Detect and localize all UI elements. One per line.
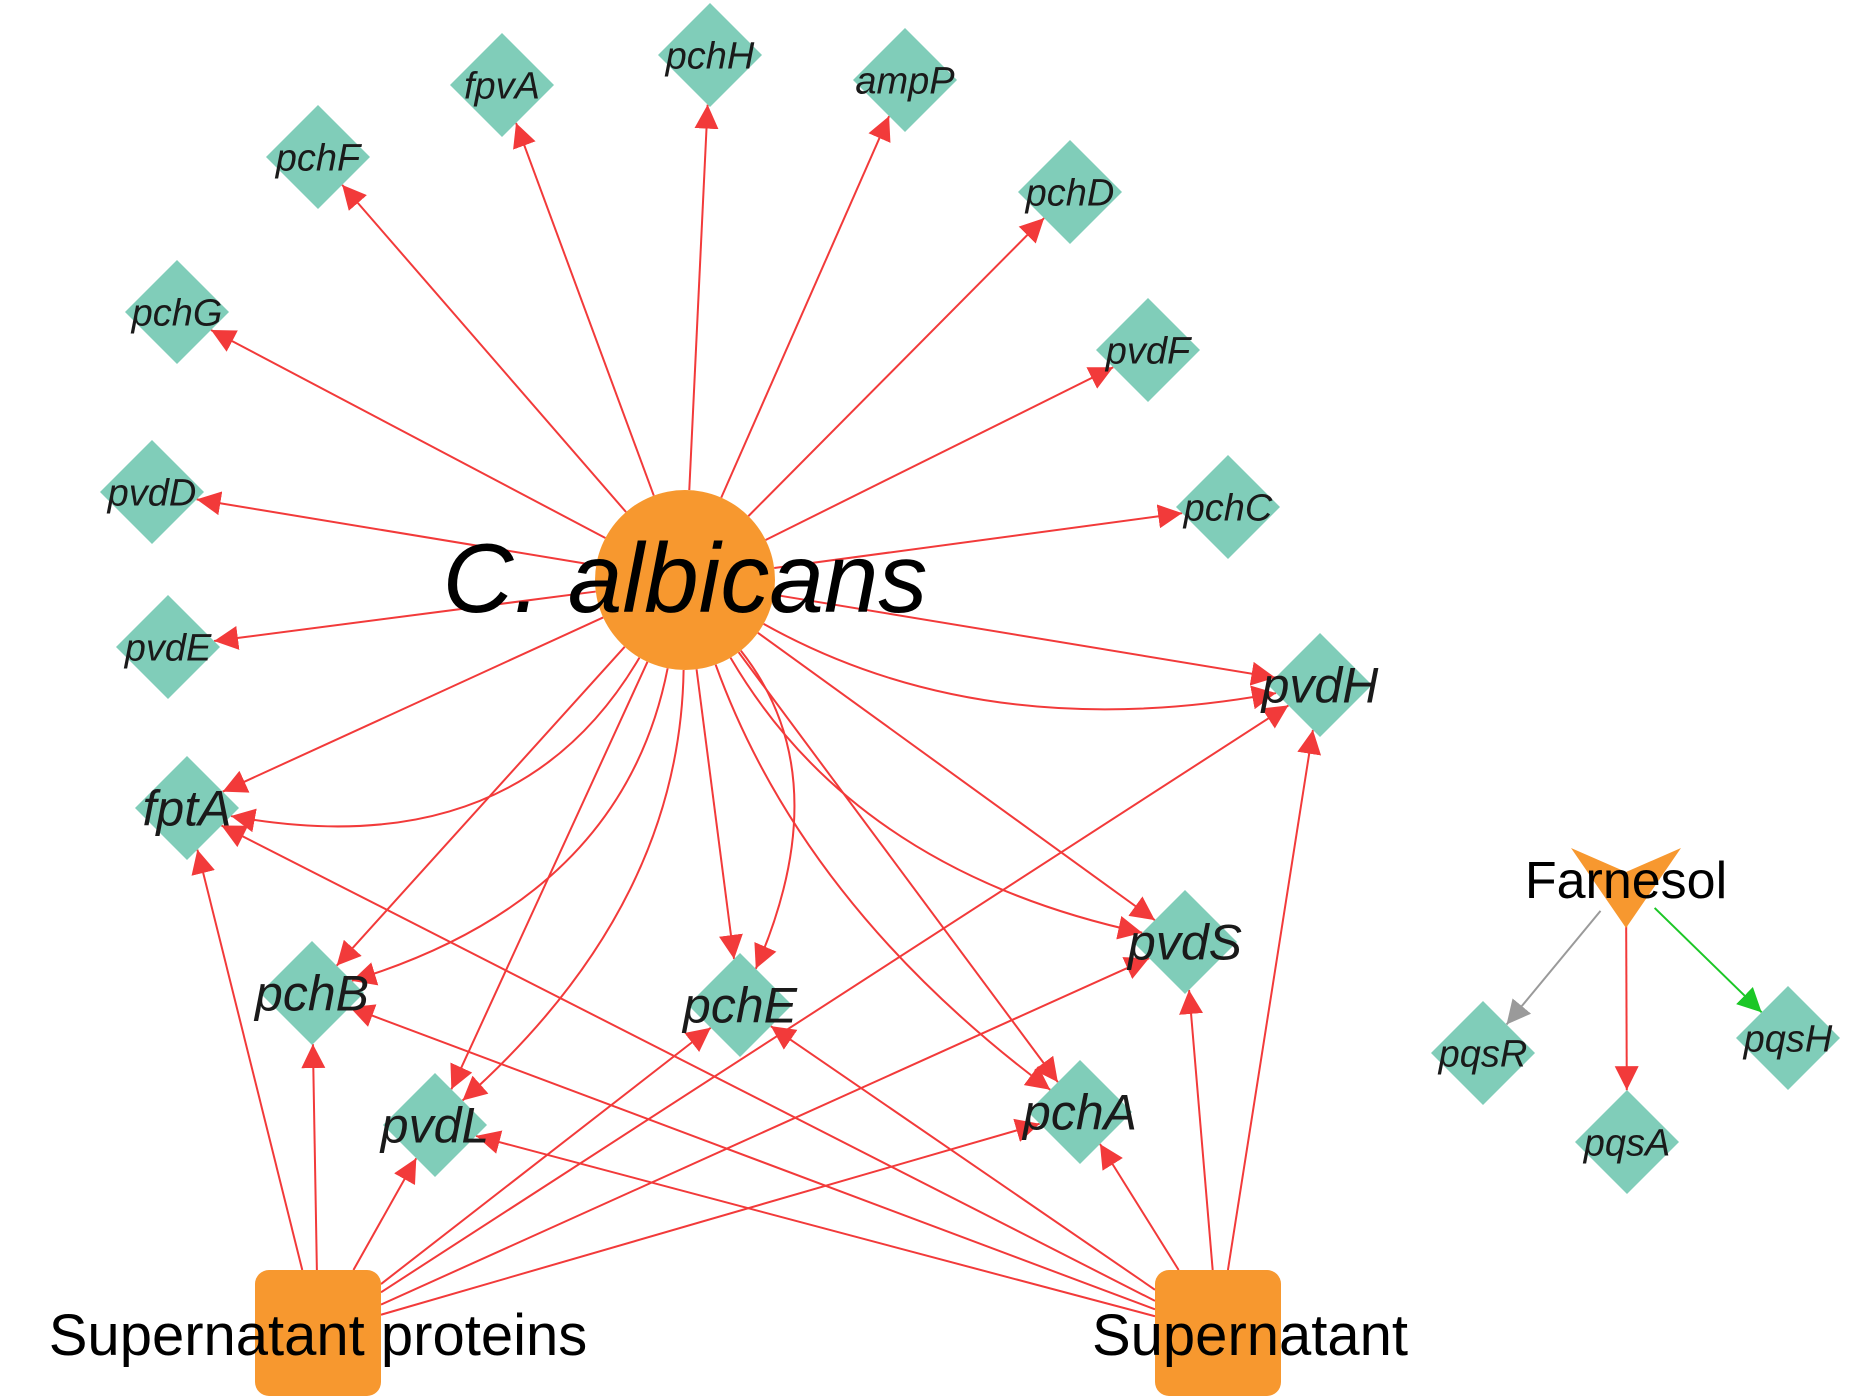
node-pqsR	[1431, 1001, 1535, 1105]
node-label-pqsA: pqsA	[1583, 1122, 1671, 1164]
node-label-pchA: pchA	[1021, 1085, 1137, 1141]
edge-sup-to-pchA	[1099, 1143, 1180, 1271]
node-pvdH	[1268, 633, 1372, 737]
edge-calb-to-pvdD	[196, 491, 597, 567]
edge-calb-to-pchC	[774, 504, 1183, 569]
edge-calb-to-pvdH	[773, 593, 1276, 686]
node-sup	[1155, 1270, 1281, 1396]
node-pvdD	[100, 440, 204, 544]
edge-calb-to-fptA	[230, 657, 641, 833]
node-pqsH	[1736, 986, 1840, 1090]
edge-sup-to-pvdL	[475, 1130, 1156, 1318]
edge-calb-to-pchF	[341, 184, 627, 513]
edge-calb-to-ampP	[720, 115, 891, 499]
node-pchD	[1018, 140, 1122, 244]
edge-sup-to-pvdS	[1179, 989, 1214, 1271]
node-label-sup_prot: Supernatant proteins	[49, 1303, 587, 1368]
edge-calb-to-pchA	[714, 664, 1051, 1091]
node-label-pqsH: pqsH	[1743, 1018, 1833, 1060]
edges-layer	[191, 104, 1763, 1318]
node-pvdL	[383, 1073, 487, 1177]
node-ampP	[853, 28, 957, 132]
node-pchH	[658, 3, 762, 107]
node-label-pvdH: pvdH	[1260, 658, 1380, 714]
node-fpvA	[450, 33, 554, 137]
node-label-pqsR: pqsR	[1438, 1033, 1528, 1075]
edge-sup_prot-to-pchE	[380, 1026, 712, 1285]
node-label-pchB: pchB	[253, 966, 369, 1022]
node-label-pchE: pchE	[681, 978, 798, 1034]
edge-sup_prot-to-pchB	[301, 1044, 326, 1271]
edge-sup_prot-to-pvdL	[352, 1157, 418, 1271]
node-label-pchD: pchD	[1025, 172, 1115, 214]
node-label-ampP: ampP	[855, 60, 955, 102]
edge-sup_prot-to-fptA	[191, 849, 304, 1271]
edge-farnesol-to-pqsR	[1505, 910, 1602, 1026]
node-label-calb: C. albicans	[443, 523, 928, 633]
edge-calb-to-fptA	[222, 616, 604, 793]
edge-sup_prot-to-pchA	[380, 1118, 1040, 1316]
edge-sup_prot-to-pvdH	[380, 704, 1289, 1294]
edge-calb-to-pvdE	[213, 590, 596, 650]
edge-calb-to-pchG	[210, 329, 606, 539]
edge-calb-to-pvdF	[765, 366, 1114, 541]
node-label-pchG: pchG	[131, 292, 223, 334]
edge-sup-to-pchE	[770, 1025, 1156, 1291]
node-label-pvdE: pvdE	[124, 627, 212, 669]
node-label-pchF: pchF	[275, 137, 362, 179]
edge-calb-to-pchE	[695, 669, 743, 960]
edge-calb-to-pvdL	[450, 661, 649, 1090]
node-label-sup: Supernatant	[1092, 1303, 1408, 1368]
node-label-pvdS: pvdS	[1126, 915, 1242, 971]
edge-calb-to-pvdS	[729, 657, 1143, 940]
node-label-pvdD: pvdD	[107, 472, 197, 514]
edge-calb-to-pchH	[688, 104, 719, 491]
node-pchB	[260, 941, 364, 1045]
node-pvdS	[1133, 890, 1237, 994]
edge-calb-to-pvdH	[763, 623, 1277, 711]
edge-sup_prot-to-pvdS	[380, 957, 1150, 1306]
node-sup_prot	[255, 1270, 381, 1396]
node-pchE	[688, 953, 792, 1057]
node-label-pvdF: pvdF	[1105, 330, 1192, 372]
node-pvdF	[1096, 298, 1200, 402]
edge-sup-to-pvdH	[1226, 729, 1322, 1271]
node-calb	[595, 490, 775, 670]
node-pchA	[1028, 1060, 1132, 1164]
node-label-pchC: pchC	[1183, 487, 1273, 529]
edge-farnesol-to-pqsA	[1614, 919, 1639, 1091]
node-pvdE	[116, 595, 220, 699]
edge-sup-to-pchB	[349, 1004, 1156, 1311]
node-pchC	[1176, 455, 1280, 559]
node-label-pvdL: pvdL	[379, 1098, 489, 1154]
node-pqsA	[1575, 1090, 1679, 1194]
node-label-farnesol: Farnesol	[1525, 852, 1727, 910]
node-label-pchH: pchH	[665, 35, 755, 77]
node-label-fptA: fptA	[143, 781, 232, 837]
node-fptA	[135, 756, 239, 860]
node-label-fpvA: fpvA	[464, 65, 540, 107]
edge-calb-to-pvdL	[461, 669, 685, 1102]
edge-calb-to-pchD	[747, 217, 1045, 517]
node-pchF	[266, 105, 370, 209]
edge-farnesol-to-pqsH	[1653, 907, 1763, 1014]
node-farnesol	[1571, 848, 1681, 928]
node-pchG	[125, 260, 229, 364]
nodes-layer	[100, 3, 1840, 1396]
edge-calb-to-pchB	[335, 646, 626, 967]
edge-calb-to-fpvA	[513, 122, 655, 496]
edge-calb-to-pchB	[351, 668, 669, 986]
edge-sup-to-fptA	[221, 824, 1156, 1302]
edge-calb-to-pchA	[737, 651, 1059, 1083]
edge-calb-to-pvdS	[757, 631, 1156, 921]
